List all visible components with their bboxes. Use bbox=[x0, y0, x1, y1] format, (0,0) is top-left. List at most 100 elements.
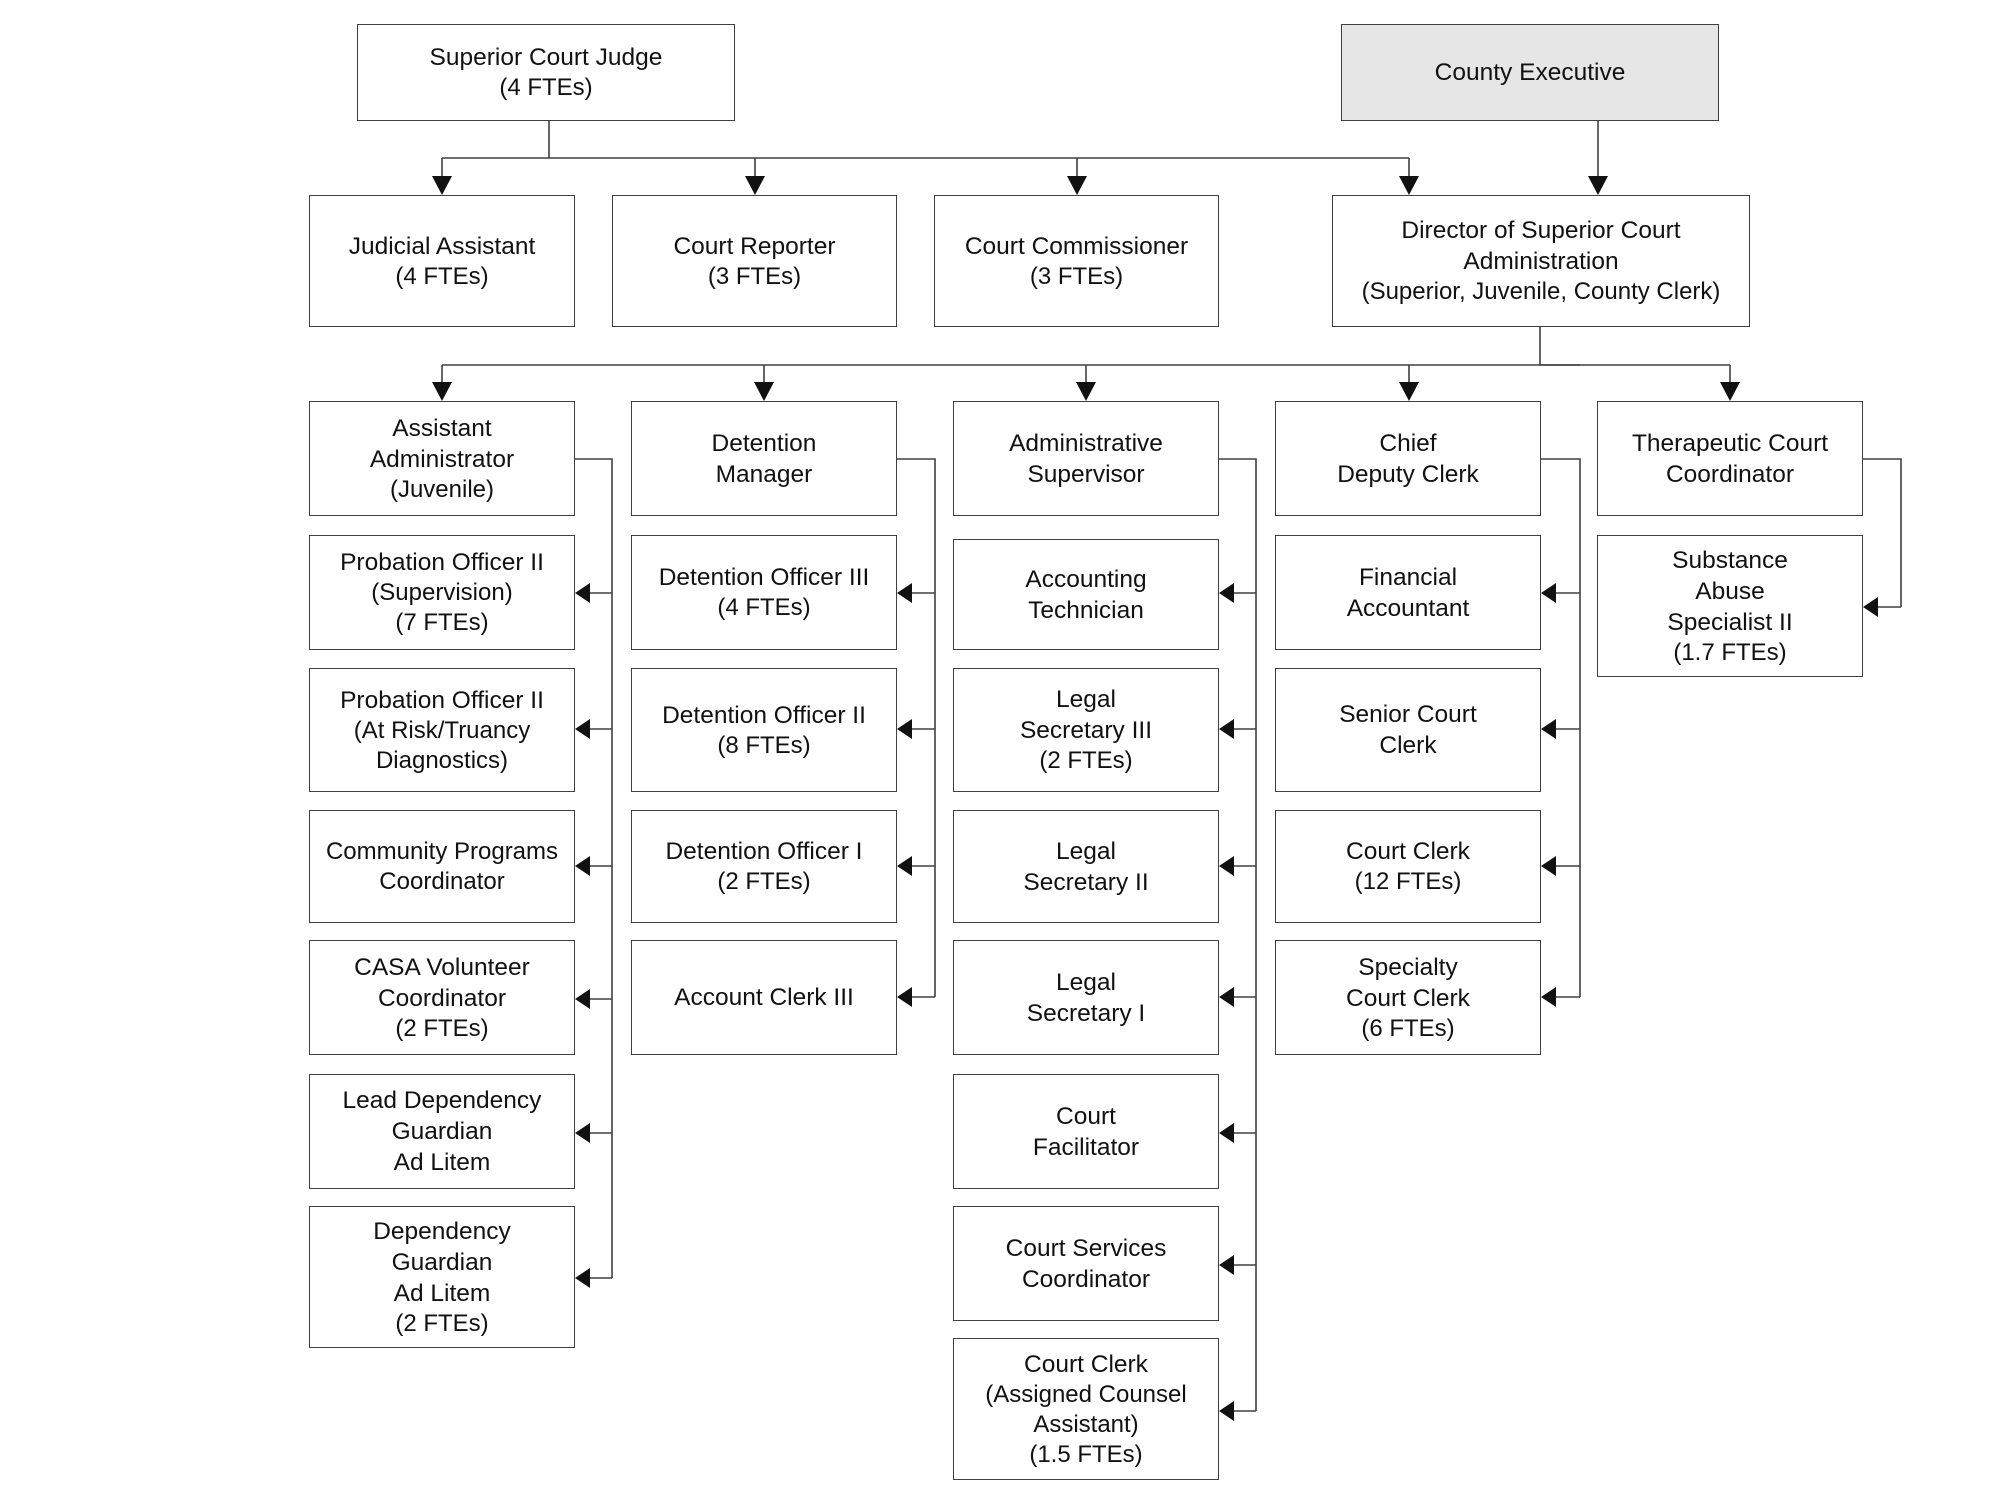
node-title: Ad Litem bbox=[393, 1149, 491, 1176]
node-fte: (4 FTEs) bbox=[395, 262, 489, 290]
node-judicial-assistant: Judicial Assistant (4 FTEs) bbox=[309, 195, 575, 327]
node-title: Administrative bbox=[1009, 429, 1163, 457]
node-title: Judicial Assistant bbox=[348, 232, 536, 260]
node-title: Guardian bbox=[391, 1248, 493, 1276]
node-fte: (8 FTEs) bbox=[717, 731, 811, 759]
node-title: Probation Officer II bbox=[340, 686, 544, 714]
node-fte: (1.7 FTEs) bbox=[1673, 638, 1787, 666]
arrowhead bbox=[1541, 719, 1556, 739]
node-title: Court Services bbox=[1005, 1234, 1167, 1262]
node-title: CASA Volunteer bbox=[354, 953, 530, 981]
node-county-executive: County Executive bbox=[1341, 24, 1719, 121]
node-title: Therapeutic Court bbox=[1631, 429, 1829, 457]
node-title: Superior Court Judge bbox=[429, 44, 663, 71]
node-fte: (2 FTEs) bbox=[717, 868, 811, 895]
node-title: Court bbox=[1056, 1102, 1116, 1130]
node-title: Court Clerk bbox=[1346, 984, 1470, 1012]
node-title: Coordinator bbox=[377, 984, 506, 1012]
node-therapeutic-court-coordinator: Therapeutic Court Coordinator bbox=[1597, 401, 1863, 516]
node-title: Secretary II bbox=[1023, 868, 1149, 896]
node-title: Assistant bbox=[392, 414, 492, 442]
node-detention-officer-i: Detention Officer I (2 FTEs) bbox=[631, 810, 897, 923]
node-community-programs-coordinator: Community Programs Coordinator bbox=[309, 810, 575, 923]
node-title: Coordinator bbox=[1665, 460, 1794, 488]
arrowhead bbox=[1720, 382, 1740, 401]
node-fte: (3 FTEs) bbox=[1029, 262, 1124, 290]
node-chief-deputy-clerk: Chief Deputy Clerk bbox=[1275, 401, 1541, 516]
arrowhead bbox=[1219, 583, 1234, 603]
node-title: Accounting bbox=[1025, 565, 1147, 593]
arrowhead bbox=[575, 1268, 590, 1288]
node-senior-court-clerk: Senior Court Clerk bbox=[1275, 668, 1541, 792]
node-title: Financial bbox=[1358, 563, 1458, 591]
node-title: Legal bbox=[1056, 837, 1116, 865]
node-fte: (2 FTEs) bbox=[395, 1309, 489, 1337]
node-title: Detention Officer II bbox=[662, 701, 866, 729]
node-title: Legal bbox=[1056, 968, 1116, 996]
node-title: Administrator bbox=[369, 445, 515, 473]
arrowhead bbox=[1399, 176, 1419, 195]
node-assistant-administrator: Assistant Administrator (Juvenile) bbox=[309, 401, 575, 516]
node-title: Probation Officer II bbox=[340, 549, 544, 576]
node-title: Detention Officer I bbox=[665, 838, 863, 865]
node-substance-abuse-specialist-ii: Substance Abuse Specialist II (1.7 FTEs) bbox=[1597, 535, 1863, 677]
node-dependency-guardian-ad-litem: Dependency Guardian Ad Litem (2 FTEs) bbox=[309, 1206, 575, 1348]
node-court-reporter: Court Reporter (3 FTEs) bbox=[612, 195, 897, 327]
node-director-superior-court-administration: Director of Superior Court Administratio… bbox=[1332, 195, 1750, 327]
arrowhead bbox=[1541, 583, 1556, 603]
node-court-commissioner: Court Commissioner (3 FTEs) bbox=[934, 195, 1219, 327]
node-court-clerk: Court Clerk (12 FTEs) bbox=[1275, 810, 1541, 923]
node-title: Coordinator bbox=[379, 867, 505, 895]
arrowhead bbox=[1219, 1255, 1234, 1275]
node-legal-secretary-iii: Legal Secretary III (2 FTEs) bbox=[953, 668, 1219, 792]
node-detention-officer-iii: Detention Officer III (4 FTEs) bbox=[631, 535, 897, 650]
node-title: Guardian bbox=[391, 1118, 493, 1145]
node-specialty-court-clerk: Specialty Court Clerk (6 FTEs) bbox=[1275, 940, 1541, 1055]
node-title: Court Commissioner bbox=[964, 232, 1189, 260]
node-detention-officer-ii: Detention Officer II (8 FTEs) bbox=[631, 668, 897, 792]
node-title: Accountant bbox=[1346, 594, 1470, 622]
node-casa-volunteer-coordinator: CASA Volunteer Coordinator (2 FTEs) bbox=[309, 940, 575, 1055]
arrowhead bbox=[575, 719, 590, 739]
arrowhead bbox=[575, 856, 590, 876]
node-subtitle: (At Risk/Truancy bbox=[353, 716, 531, 744]
arrowhead bbox=[1541, 987, 1556, 1007]
node-subtitle: Assistant) bbox=[1033, 1410, 1139, 1438]
node-title: Secretary I bbox=[1026, 999, 1146, 1027]
node-title: Deputy Clerk bbox=[1337, 460, 1479, 488]
node-fte: (4 FTEs) bbox=[717, 594, 811, 621]
node-subtitle: (Assigned Counsel bbox=[985, 1380, 1187, 1408]
node-fte: (3 FTEs) bbox=[707, 262, 802, 290]
arrowhead bbox=[897, 856, 912, 876]
arrowhead bbox=[1067, 176, 1087, 195]
node-fte: (7 FTEs) bbox=[395, 609, 489, 636]
node-legal-secretary-i: Legal Secretary I bbox=[953, 940, 1219, 1055]
node-fte: (4 FTEs) bbox=[499, 74, 593, 101]
arrowhead bbox=[1219, 1123, 1234, 1143]
node-title: Court Clerk bbox=[1346, 838, 1470, 865]
node-subtitle: Diagnostics) bbox=[375, 746, 509, 774]
arrowhead bbox=[1219, 856, 1234, 876]
node-title: Account Clerk III bbox=[674, 984, 854, 1011]
node-title: Detention bbox=[711, 429, 817, 457]
node-title: Detention Officer III bbox=[658, 564, 870, 591]
node-legal-secretary-ii: Legal Secretary II bbox=[953, 810, 1219, 923]
arrowhead bbox=[897, 719, 912, 739]
node-financial-accountant: Financial Accountant bbox=[1275, 535, 1541, 650]
node-accounting-technician: Accounting Technician bbox=[953, 539, 1219, 650]
node-court-facilitator: Court Facilitator bbox=[953, 1074, 1219, 1189]
arrowhead bbox=[1541, 856, 1556, 876]
node-title: Court Clerk bbox=[1024, 1350, 1148, 1378]
node-title: Administration bbox=[1463, 248, 1619, 275]
arrowhead bbox=[1219, 719, 1234, 739]
node-fte: (1.5 FTEs) bbox=[1029, 1440, 1143, 1468]
arrowhead bbox=[897, 987, 912, 1007]
node-title: Secretary III bbox=[1019, 717, 1153, 744]
node-title: Substance bbox=[1672, 546, 1788, 574]
node-account-clerk-iii: Account Clerk III bbox=[631, 940, 897, 1055]
node-fte: (12 FTEs) bbox=[1354, 868, 1462, 895]
node-title: Ad Litem bbox=[393, 1279, 491, 1307]
node-title: Supervisor bbox=[1027, 460, 1145, 488]
node-title: Manager bbox=[715, 460, 813, 488]
arrowhead bbox=[1076, 382, 1096, 401]
